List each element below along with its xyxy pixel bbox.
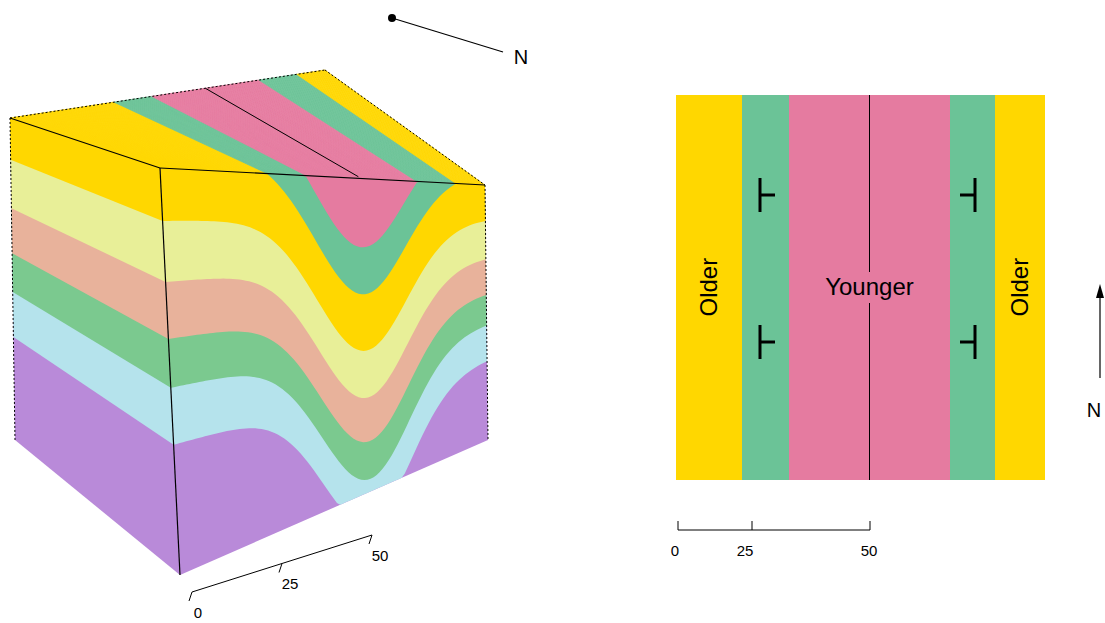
compass-line xyxy=(392,18,503,52)
scale-tick xyxy=(870,521,871,530)
block-edge xyxy=(160,168,180,575)
block-faces xyxy=(10,70,488,575)
scale-label: 0 xyxy=(671,543,679,560)
scale-label: 0 xyxy=(194,605,202,622)
dip-tick xyxy=(760,341,775,344)
rock-layer xyxy=(160,168,486,442)
rock-layer xyxy=(160,168,488,575)
front-face xyxy=(160,168,488,575)
younger-band: Younger xyxy=(789,95,950,480)
scale-label: 50 xyxy=(372,548,389,565)
north-arrow xyxy=(1099,296,1100,378)
scale-label: 25 xyxy=(282,576,299,593)
rock-layer xyxy=(10,118,174,445)
fold-axis xyxy=(205,88,358,176)
north-label: N xyxy=(514,46,528,68)
block-edge xyxy=(325,70,485,185)
dip-tick xyxy=(960,194,975,197)
map-band xyxy=(742,95,789,480)
block-edge xyxy=(10,118,160,168)
band-label: Younger xyxy=(822,272,917,302)
scale-tick xyxy=(189,592,192,601)
older-band: Older xyxy=(676,95,742,480)
band-label: Older xyxy=(1007,258,1033,317)
scale-tick xyxy=(678,521,679,530)
rock-layer xyxy=(160,168,486,398)
block-edge xyxy=(485,185,488,440)
top-face xyxy=(10,70,485,185)
arrow-head xyxy=(1096,284,1104,298)
scale-bar xyxy=(192,535,372,592)
scale-tick xyxy=(279,564,282,573)
rock-layer xyxy=(160,168,485,351)
scale-label: 50 xyxy=(861,543,878,560)
rock-layer xyxy=(160,168,487,480)
scale-tick xyxy=(752,521,753,530)
rock-layer xyxy=(160,168,485,294)
map-band xyxy=(950,95,995,480)
block-edge xyxy=(10,70,325,118)
rock-layer xyxy=(160,168,487,505)
outcrop-stripe xyxy=(323,70,485,185)
block-edge xyxy=(10,118,15,440)
scale-tick xyxy=(369,535,372,544)
scale-bar xyxy=(678,530,870,531)
dip-tick xyxy=(960,341,975,344)
north-label: N xyxy=(1087,399,1101,421)
band-label: Older xyxy=(696,258,722,317)
rock-layer xyxy=(10,118,180,575)
scale-label: 25 xyxy=(737,543,754,560)
block-edge xyxy=(160,168,485,185)
older-band: Older xyxy=(995,95,1045,480)
dip-tick xyxy=(760,194,775,197)
side-face xyxy=(10,118,180,575)
